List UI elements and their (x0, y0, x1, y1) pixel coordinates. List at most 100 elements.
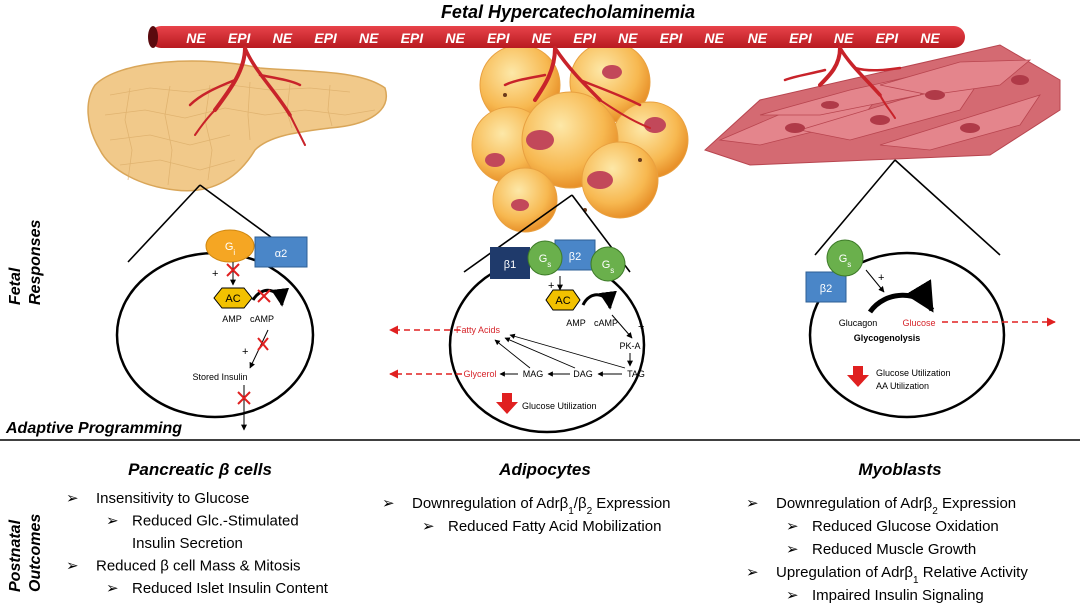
bullet-arrow-icon: ➢ (66, 490, 79, 507)
vessel-label: EPI (789, 30, 813, 46)
svg-text:Gs: Gs (539, 253, 552, 269)
beta2-receptor (805, 271, 847, 303)
figure-title: Fetal Hypercatecholaminemia (441, 2, 695, 22)
svg-text:Postnatal: Postnatal (7, 519, 24, 592)
svg-text:Pancreatic β cells: Pancreatic β cells (128, 460, 272, 479)
svg-text:Stored Insulin: Stored Insulin (192, 372, 247, 382)
svg-text:cAMP: cAMP (594, 318, 618, 328)
svg-text:Glucose Utilization: Glucose Utilization (876, 368, 951, 378)
vessel-label: NE (704, 30, 724, 46)
svg-text:Responses: Responses (27, 220, 44, 305)
adipocyte-illustration (471, 41, 689, 233)
svg-text:β1: β1 (504, 259, 516, 271)
svg-text:+: + (878, 272, 884, 284)
svg-text:β2: β2 (569, 251, 581, 263)
svg-text:+: + (548, 280, 554, 292)
outcome-item: Reduced Glucose Oxidation (812, 518, 999, 535)
down-arrow-icon (496, 393, 518, 414)
gs-protein (826, 239, 864, 277)
outcome-item: Impaired Insulin Signaling (812, 587, 984, 604)
svg-text:AMP: AMP (566, 318, 586, 328)
myoblast-cell-diagram: β2 Gs + Glucagon Glucose Glycogenolysis … (805, 239, 1056, 419)
vessel-label: NE (186, 30, 206, 46)
postnatal-outcomes-label: Postnatal Outcomes (7, 514, 44, 592)
svg-text:Glucose: Glucose (902, 318, 935, 328)
pancreas-illustration (87, 60, 387, 192)
svg-text:Glycogenolysis: Glycogenolysis (854, 333, 921, 343)
adipocyte-outcomes: Adipocytes ➢Downregulation of Adrβ1/β2 E… (382, 460, 671, 535)
outcome-item: Insulin Secretion (132, 535, 243, 552)
vessel-label: EPI (228, 30, 252, 46)
adipocyte-cell-diagram: β1 β2 Gs Gs + AC AMP cAMP + PK-A Fatty A… (389, 239, 646, 434)
pancreatic-cell-diagram: α2 Gi + AC AMP cAMP + Stored Insulin (115, 229, 315, 431)
ac-enzyme (545, 289, 581, 311)
svg-text:AA Utilization: AA Utilization (876, 381, 929, 391)
beta1-receptor (490, 247, 530, 279)
adaptive-programming-label: Adaptive Programming (5, 420, 182, 437)
outcome-item: Downregulation of Adrβ2 Expression (776, 495, 1016, 517)
outcome-item: Reduced Muscle Growth (812, 541, 976, 558)
inhibit-x-icon (257, 337, 269, 351)
svg-text:Glycerol: Glycerol (463, 369, 496, 379)
gs-protein (527, 240, 563, 276)
vessel-label: EPI (573, 30, 597, 46)
outcome-item: Reduced Glc.-Stimulated (132, 513, 299, 530)
svg-text:+: + (212, 268, 218, 280)
alpha2-receptor (254, 236, 308, 268)
vessel-label: NE (273, 30, 293, 46)
svg-text:cAMP: cAMP (250, 314, 274, 324)
vessel-label: EPI (660, 30, 684, 46)
bullet-arrow-icon: ➢ (746, 564, 759, 581)
svg-text:TAG: TAG (627, 369, 645, 379)
svg-text:Myoblasts: Myoblasts (858, 460, 941, 479)
bullet-arrow-icon: ➢ (422, 518, 435, 535)
bullet-arrow-icon: ➢ (786, 587, 799, 604)
svg-text:Gs: Gs (602, 259, 615, 275)
gs-protein (590, 246, 626, 282)
outcome-item: Upregulation of Adrβ1 Relative Activity (776, 564, 1028, 586)
bullet-arrow-icon: ➢ (786, 518, 799, 535)
pancreatic-outcomes: Pancreatic β cells ➢ Insensitivity to Glu… (66, 460, 329, 597)
svg-text:AMP: AMP (222, 314, 242, 324)
vessel-label: NE (532, 30, 552, 46)
vessel-label: NE (748, 30, 768, 46)
bullet-arrow-icon: ➢ (786, 541, 799, 558)
svg-text:AC: AC (225, 293, 240, 305)
myoblast-outcomes: Myoblasts ➢Downregulation of Adrβ2 Expre… (746, 460, 1028, 604)
inhibit-x-icon (257, 289, 271, 303)
fetal-responses-label: Fetal Responses (7, 220, 44, 305)
svg-text:MAG: MAG (523, 369, 544, 379)
adipocyte-outcome-list: ➢Downregulation of Adrβ1/β2 Expression➢R… (382, 495, 671, 535)
vessel-label: EPI (876, 30, 900, 46)
svg-text:Fetal: Fetal (7, 267, 24, 305)
bullet-arrow-icon: ➢ (746, 495, 759, 512)
svg-text:Adipocytes: Adipocytes (498, 460, 591, 479)
svg-text:PK-A: PK-A (619, 341, 640, 351)
down-arrow-icon (847, 366, 869, 387)
pancreatic-outcome-list: ➢ Insensitivity to Glucose ➢ Reduced Glc.-S… (66, 490, 329, 597)
outcome-item: Insensitivity to Glucose (96, 490, 249, 507)
inhibit-x-icon (226, 263, 240, 277)
svg-text:Gs: Gs (839, 253, 852, 269)
bullet-arrow-icon: ➢ (382, 495, 395, 512)
svg-text:Glucose Utilization: Glucose Utilization (522, 401, 597, 411)
vessel-label: NE (445, 30, 465, 46)
bullet-arrow-icon: ➢ (66, 558, 79, 575)
svg-text:β2: β2 (820, 283, 832, 295)
svg-text:Outcomes: Outcomes (27, 514, 44, 592)
vessel-label: EPI (401, 30, 425, 46)
outcome-item: Reduced β cell Mass & Mitosis (96, 558, 301, 575)
bullet-arrow-icon: ➢ (106, 580, 119, 597)
outcome-item: Reduced Fatty Acid Mobilization (448, 518, 661, 535)
gi-protein (205, 229, 255, 263)
svg-text:+: + (638, 321, 644, 333)
outcome-item: Reduced Islet Insulin Content (132, 580, 329, 597)
outcome-item: Downregulation of Adrβ1/β2 Expression (412, 495, 671, 517)
vessel-label: EPI (487, 30, 511, 46)
svg-text:Gi: Gi (225, 241, 236, 257)
vessel-label: NE (834, 30, 854, 46)
bullet-arrow-icon: ➢ (106, 513, 119, 530)
